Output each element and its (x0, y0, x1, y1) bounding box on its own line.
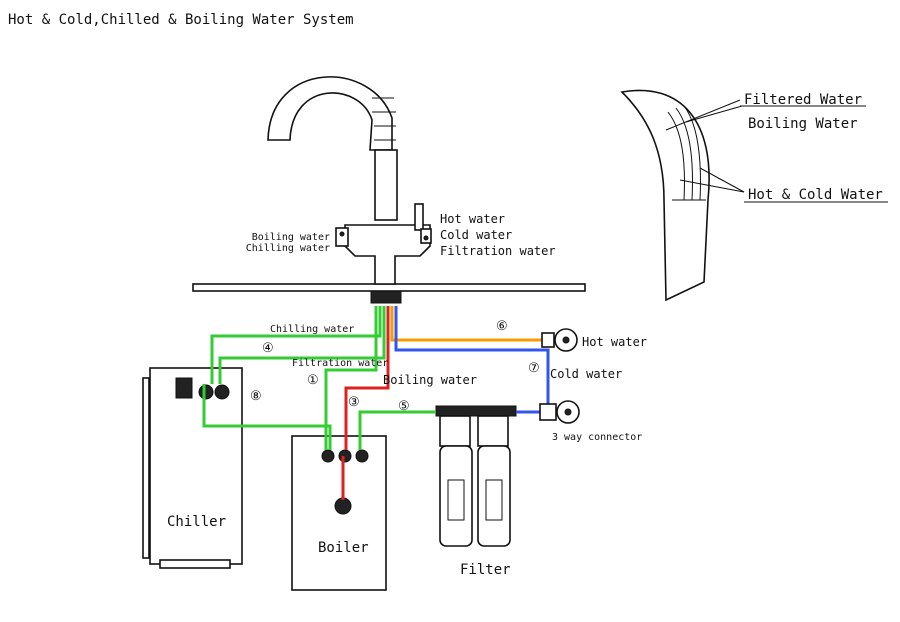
filter-cartridge-2 (477, 445, 511, 547)
marker-1: ① (307, 373, 319, 388)
boiling-icon (339, 231, 345, 237)
spout-stripes (372, 97, 396, 141)
label-filtration-water: Filtration water (440, 244, 556, 258)
faucet-spout (267, 76, 393, 151)
pipe-cold (394, 306, 550, 414)
faucet-body (344, 224, 431, 285)
inset-label-boiling-water: Boiling Water (748, 116, 858, 132)
boiling-selector (335, 227, 349, 247)
pipe-boiling (344, 306, 390, 450)
pipe-label-connector: 3 way connector (552, 432, 642, 443)
countertop (192, 283, 586, 292)
pipe-filtration (324, 306, 378, 450)
filter-head-1 (439, 415, 471, 447)
faucet-neck (374, 149, 398, 221)
pipes (202, 306, 550, 500)
chiller-port-1 (198, 384, 214, 400)
filtration-icon (423, 235, 429, 241)
boiler-outlet (334, 497, 352, 515)
pipe-label-boiling: Boiling water (383, 373, 477, 387)
filter-cartridge-1 (439, 445, 473, 547)
boiler-port-3 (355, 449, 369, 463)
pipe-label-hot: Hot water (582, 335, 647, 349)
faucet-nut (370, 290, 402, 304)
pipe-chilling-top (210, 306, 382, 384)
pipe-chiller-boiler (202, 384, 332, 450)
boiler-unit (291, 435, 387, 591)
boiler-label: Boiler (318, 540, 369, 556)
marker-4: ④ (262, 341, 274, 356)
faucet (192, 76, 586, 304)
chiller-unit (142, 367, 243, 569)
marker-7: ⑦ (528, 361, 540, 376)
label-hot-water: Hot water (440, 212, 505, 226)
filter-head-2 (477, 415, 509, 447)
marker-3: ③ (348, 395, 360, 410)
marker-6: ⑥ (496, 319, 508, 334)
label-cold-water: Cold water (440, 228, 512, 242)
pipe-label-chilling: Chilling water (270, 324, 354, 335)
inset-hose (620, 89, 710, 302)
inset-label-hot-cold-water: Hot & Cold Water (748, 187, 883, 203)
label-chilling-water: Chilling water (246, 243, 330, 254)
pipe-filter-boiler (358, 410, 436, 450)
connectors (539, 328, 580, 424)
filter-unit (435, 405, 517, 547)
hot-valve (541, 332, 555, 348)
filter-manifold (435, 405, 517, 417)
hose-inset (620, 89, 888, 302)
chiller-label: Chiller (167, 514, 226, 530)
pipe-hot (390, 306, 548, 342)
pipe-label-cold: Cold water (550, 367, 622, 381)
filter-label: Filter (460, 562, 511, 578)
three-way-connector (539, 403, 557, 421)
chiller-port-2 (214, 384, 230, 400)
chiller-body (149, 367, 243, 565)
inset-label-filtered-water: Filtered Water (744, 92, 862, 108)
label-boiling-water: Boiling water (252, 232, 330, 243)
pipe-label-filtration: Filtration water (292, 358, 388, 369)
diagram-title: Hot & Cold,Chilled & Boiling Water Syste… (8, 12, 354, 28)
marker-8: ⑧ (250, 389, 262, 404)
marker-5: ⑤ (398, 399, 410, 414)
boiler-port-2 (338, 449, 352, 463)
boiler-port-1 (321, 449, 335, 463)
faucet-lever (414, 203, 424, 231)
pipe-chilling-inner (218, 306, 386, 384)
chiller-power-socket (175, 377, 193, 399)
